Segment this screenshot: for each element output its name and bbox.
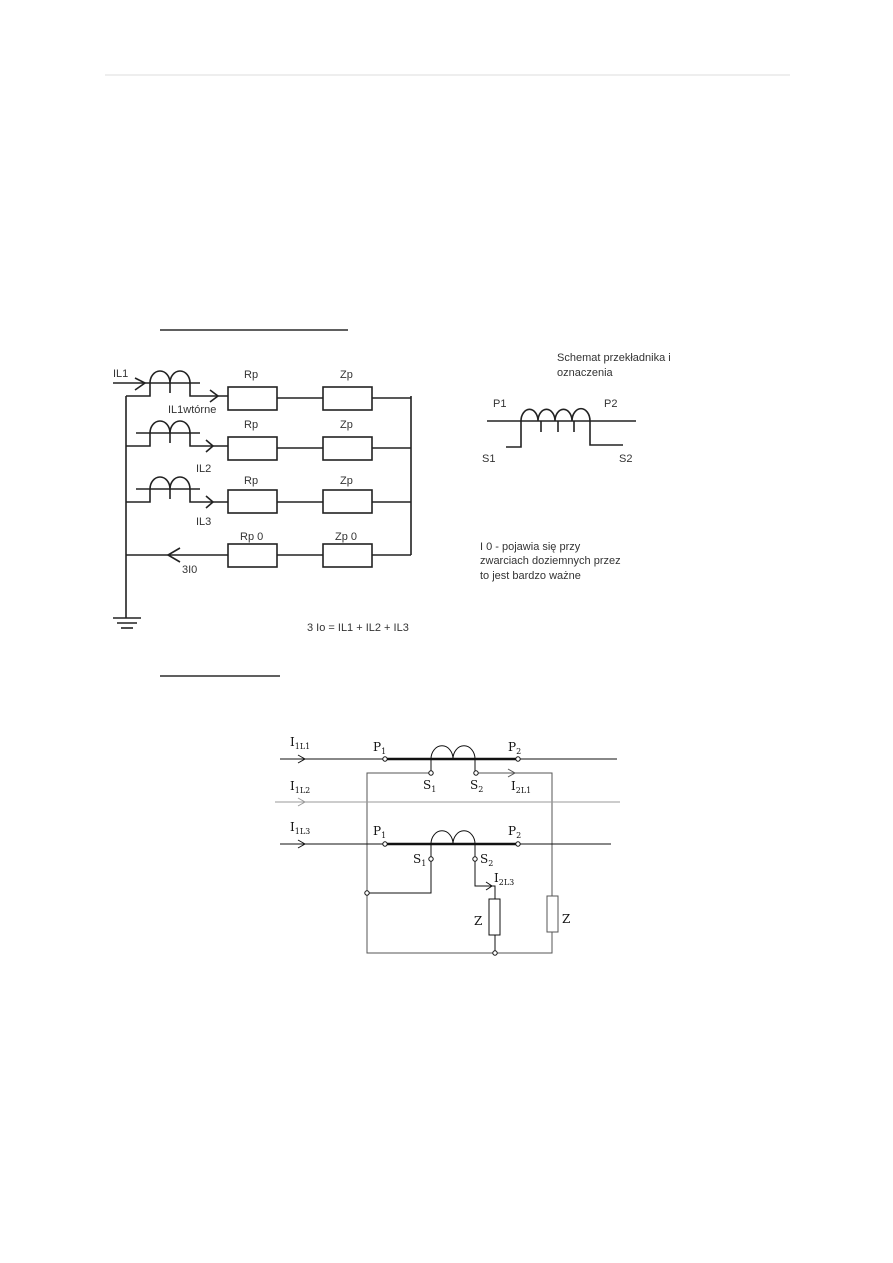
ct-p1: P1 [493,398,506,410]
note-line1: I 0 - pojawia się przy [480,541,581,553]
label-p2-bottom: P2 [508,824,521,840]
ground-icon [113,617,141,629]
label-s1-bottom: S1 [413,852,426,868]
label-il3: IL3 [196,516,211,528]
label-zp-2: Zp [340,419,353,431]
label-3i0: 3I0 [182,564,197,576]
label-z-2: Z [562,912,570,926]
three-phase-ct-circuit [113,370,412,629]
ct-labels: Schemat przekładnika i oznaczenia P1 P2 … [480,352,671,582]
ct-p2: P2 [604,398,617,410]
ct-title-line1: Schemat przekładnika i [557,352,671,364]
label-z-1: Z [474,914,482,928]
label-rp-3: Rp [244,475,258,487]
label-i2l3: I2L3 [494,871,514,887]
label-s1-top: S1 [423,778,436,794]
label-zp0: Zp 0 [335,531,357,543]
label-p1-top: P1 [373,740,386,756]
two-ct-connection-circuit [275,745,620,956]
resistor-z-1 [488,898,501,936]
figure2-labels: I1L1 I1L2 I1L3 I2L1 I2L3 P1 P2 S1 S2 P1 … [290,735,570,928]
label-rp-2: Rp [244,419,258,431]
ct-s2: S2 [619,453,632,465]
label-i1l3: I1L3 [290,820,310,836]
label-zp-3: Zp [340,475,353,487]
label-il1: IL1 [113,368,128,380]
label-p2-top: P2 [508,740,521,756]
label-s2-top: S2 [470,778,483,794]
note-line3: to jest bardzo ważne [480,570,581,582]
label-zp-1: Zp [340,369,353,381]
label-i2l1: I2L1 [511,779,531,795]
phase-row-3 [126,476,411,514]
label-rp0: Rp 0 [240,531,263,543]
figure1-labels: Rp Zp Rp Zp Rp Zp Rp 0 Zp 0 IL1 IL1wtórn… [113,368,409,634]
label-il1-secondary: IL1wtórne [168,404,216,416]
neutral-row [126,543,411,568]
label-i1l1: I1L1 [290,735,310,751]
resistor-z-2 [546,895,559,933]
label-i1l2: I1L2 [290,779,310,795]
label-s2-bottom: S2 [480,852,493,868]
ct-symbol [487,407,636,448]
formula: 3 Io = IL1 + IL2 + IL3 [307,622,409,634]
ct-title-line2: oznaczenia [557,367,614,379]
note-line2: zwarciach doziemnych przez [480,555,621,567]
phase-row-1 [113,370,411,411]
label-il2: IL2 [196,463,211,475]
phase-row-2 [126,420,411,461]
label-p1-bottom: P1 [373,824,386,840]
label-rp-1: Rp [244,369,258,381]
ct-s1: S1 [482,453,495,465]
